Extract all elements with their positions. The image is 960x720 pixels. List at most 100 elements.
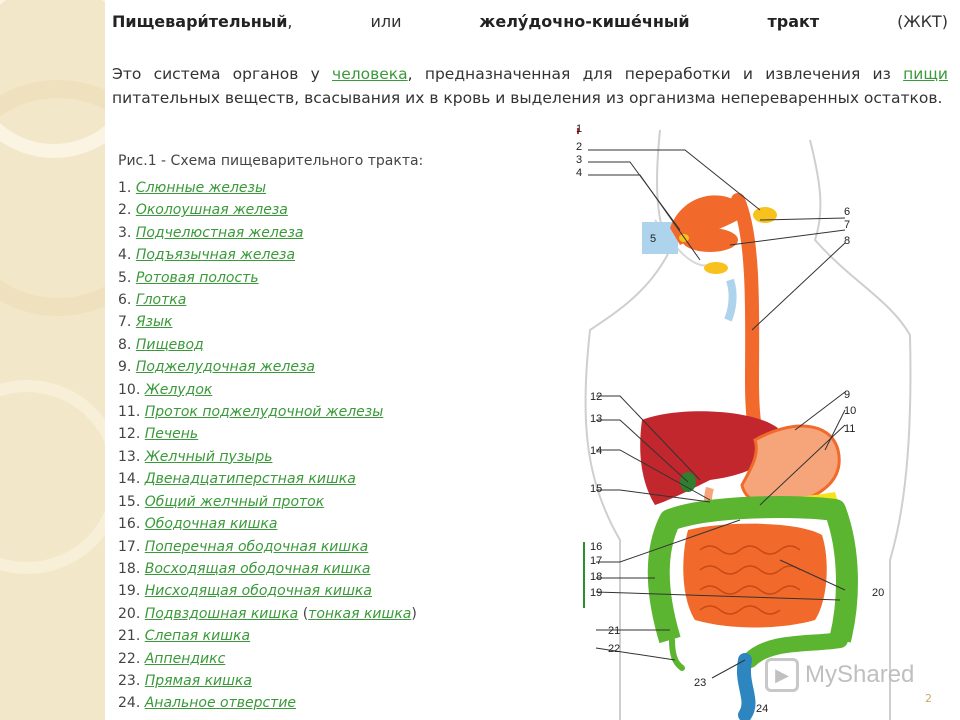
legend-item-link[interactable]: Проток поджелудочной железы: [145, 404, 384, 420]
play-icon: ▶: [765, 658, 799, 692]
legend-item-link[interactable]: Ободочная кишка: [145, 516, 278, 532]
legend-item-link[interactable]: Нисходящая ободочная кишка: [145, 583, 372, 599]
legend-item-number: 20.: [118, 606, 140, 622]
diagram-label-6: 6: [844, 206, 850, 218]
legend-item-number: 7.: [118, 314, 131, 330]
legend-item: 23. Прямая кишка: [118, 670, 417, 692]
diagram-label-22: 22: [608, 643, 620, 655]
legend-item-link[interactable]: Глотка: [136, 292, 187, 308]
diagram-label-15: 15: [590, 483, 602, 495]
diagram-label-8: 8: [844, 235, 850, 247]
legend-item-number: 16.: [118, 516, 140, 532]
legend-item-link[interactable]: Слюнные железы: [136, 180, 266, 196]
title-term: Пищевари́тельный: [112, 12, 287, 31]
intro-paragraph: Это система органов у человека, предназн…: [112, 62, 948, 110]
legend-item-number: 12.: [118, 426, 140, 442]
legend-item-link[interactable]: Печень: [145, 426, 198, 442]
legend-item-number: 22.: [118, 651, 140, 667]
rectum-shape: [744, 660, 749, 715]
legend-item-number: 9.: [118, 359, 131, 375]
legend-item: 21. Слепая кишка: [118, 625, 417, 647]
legend-item-link[interactable]: Двенадцатиперстная кишка: [145, 471, 356, 487]
legend-item: 24. Анальное отверстие: [118, 692, 417, 714]
legend-item: 11. Проток поджелудочной железы: [118, 401, 417, 423]
figure-caption: Рис.1 - Схема пищеварительного тракта:: [118, 153, 423, 169]
legend-item-number: 24.: [118, 695, 140, 711]
diagram-label-3: 3: [576, 154, 582, 166]
link-human[interactable]: человека: [332, 65, 408, 83]
diagram-label-10: 10: [844, 405, 856, 417]
legend-item: 9. Поджелудочная железа: [118, 356, 417, 378]
legend-item-link[interactable]: Желудок: [145, 382, 213, 398]
legend-item-link[interactable]: Общий желчный проток: [145, 494, 324, 510]
title-or: или: [370, 12, 401, 31]
watermark: ▶ MyShared: [765, 658, 914, 692]
legend-item-link[interactable]: Восходящая ободочная кишка: [145, 561, 371, 577]
legend-item-number: 4.: [118, 247, 131, 263]
diagram-label-19: 19: [590, 587, 602, 599]
legend-item-link[interactable]: Околоушная железа: [136, 202, 288, 218]
diagram-label-23: 23: [694, 677, 706, 689]
diagram-label-16: 16: [590, 541, 602, 553]
legend-item-number: 3.: [118, 225, 131, 241]
legend-item-number: 17.: [118, 539, 140, 555]
legend-item: 2. Околоушная железа: [118, 199, 417, 221]
page-title: Пищевари́тельный, или желу́дочно-кише́чн…: [112, 12, 948, 31]
diagram-label-2: 2: [576, 141, 582, 153]
legend-item-link[interactable]: Пищевод: [136, 337, 204, 353]
legend-item: 3. Подчелюстная железа: [118, 222, 417, 244]
legend-item-link[interactable]: Подчелюстная железа: [136, 225, 304, 241]
legend-item-extra-link[interactable]: тонкая кишка: [308, 606, 411, 622]
legend-item: 5. Ротовая полость: [118, 267, 417, 289]
diagram-label-20: 20: [872, 587, 884, 599]
legend-item-link[interactable]: Прямая кишка: [145, 673, 252, 689]
legend-item: 20. Подвздошная кишка (тонкая кишка): [118, 603, 417, 625]
legend-item-number: 10.: [118, 382, 140, 398]
legend-item: 12. Печень: [118, 423, 417, 445]
parotid-gland-shape: [753, 207, 777, 223]
legend-item: 13. Желчный пузырь: [118, 446, 417, 468]
legend-item-number: 5.: [118, 270, 131, 286]
legend-item-link[interactable]: Ротовая полость: [136, 270, 259, 286]
legend-item-link[interactable]: Подвздошная кишка: [145, 606, 299, 622]
appendix-shape: [672, 640, 682, 668]
legend-item-link[interactable]: Аппендикс: [145, 651, 226, 667]
sublingual-gland-shape: [704, 262, 728, 274]
legend-item-number: 15.: [118, 494, 140, 510]
link-food[interactable]: пищи: [903, 65, 948, 83]
diagram-label-17: 17: [590, 555, 602, 567]
legend-item-link[interactable]: Слепая кишка: [145, 628, 250, 644]
legend-item: 7. Язык: [118, 311, 417, 333]
tongue-shape: [682, 228, 738, 252]
page-number: 2: [925, 692, 932, 705]
legend-item: 22. Аппендикс: [118, 648, 417, 670]
diagram-label-5: 5: [650, 233, 656, 245]
legend-item-link[interactable]: Анальное отверстие: [145, 695, 296, 711]
legend-item-number: 1.: [118, 180, 131, 196]
legend-item-number: 14.: [118, 471, 140, 487]
legend-item-number: 8.: [118, 337, 131, 353]
diagram-label-24: 24: [756, 703, 768, 715]
esophagus-shape: [738, 200, 765, 450]
legend-item-link[interactable]: Желчный пузырь: [145, 449, 273, 465]
diagram-label-1: 1: [576, 123, 582, 135]
legend-item-number: 11.: [118, 404, 140, 420]
legend-item: 4. Подъязычная железа: [118, 244, 417, 266]
legend-item-link[interactable]: Поперечная ободочная кишка: [145, 539, 369, 555]
legend-item: 16. Ободочная кишка: [118, 513, 417, 535]
legend-item-number: 23.: [118, 673, 140, 689]
legend-item-link[interactable]: Язык: [136, 314, 173, 330]
legend-item-link[interactable]: Подъязычная железа: [136, 247, 295, 263]
diagram-label-18: 18: [590, 571, 602, 583]
legend-item: 17. Поперечная ободочная кишка: [118, 536, 417, 558]
diagram-label-7: 7: [844, 219, 850, 231]
legend-item: 15. Общий желчный проток: [118, 491, 417, 513]
decorative-side-stripe: [0, 0, 105, 720]
legend-item-number: 21.: [118, 628, 140, 644]
legend-item-link[interactable]: Поджелудочная железа: [136, 359, 315, 375]
diagram-label-4: 4: [576, 167, 582, 179]
small-intestine-shape: [683, 524, 826, 628]
legend-item-number: 18.: [118, 561, 140, 577]
